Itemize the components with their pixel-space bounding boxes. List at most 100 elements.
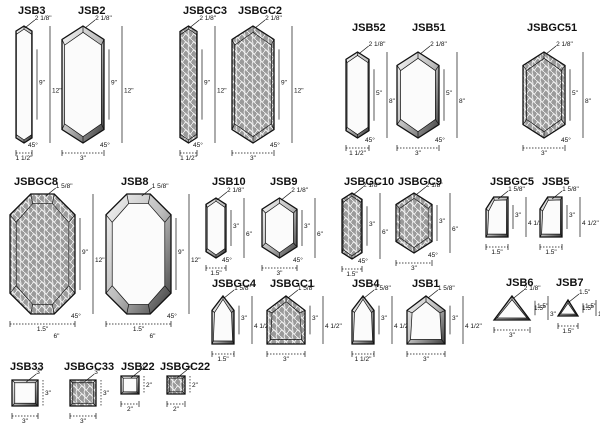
piece-code-label: JSBGC2 bbox=[238, 5, 282, 17]
dimension-label: 3" bbox=[439, 218, 446, 225]
angle-label: 45° bbox=[358, 257, 368, 265]
bevel-inner-face bbox=[526, 57, 562, 133]
bevel-facet-line bbox=[341, 199, 344, 203]
bevel-facet-line bbox=[261, 242, 266, 248]
dimension-label: 9" bbox=[178, 249, 185, 256]
bevel-facet-line bbox=[211, 340, 214, 345]
dimension-label: 3" bbox=[283, 356, 290, 363]
dimension-label: 6" bbox=[382, 229, 389, 236]
angle-label: 45° bbox=[428, 251, 438, 259]
bevel-inner-face bbox=[487, 199, 507, 235]
dimension-label: 1 5/8" bbox=[152, 183, 169, 190]
dimension-label: 1 5/8" bbox=[234, 285, 251, 292]
dimension-label: 3" bbox=[304, 223, 311, 230]
angle-label: 45° bbox=[222, 256, 232, 264]
bevel-facet-line bbox=[360, 249, 363, 253]
bevel-facet-line bbox=[9, 285, 17, 294]
bevel-facet-line bbox=[147, 304, 151, 315]
bevel-facet-line bbox=[271, 39, 275, 46]
dimension-label: 2 1/8" bbox=[35, 15, 52, 22]
dimension-label: 1 5/8" bbox=[508, 186, 525, 193]
bevel-inner-face bbox=[234, 31, 272, 138]
piece-code-label: JSB5 bbox=[542, 176, 570, 188]
dimension-label: 6" bbox=[317, 231, 324, 238]
bevel-facet-line bbox=[435, 65, 440, 71]
dimension-label: 12" bbox=[294, 88, 304, 95]
bevel-facet-line bbox=[406, 339, 411, 345]
bevel-facet-line bbox=[406, 310, 413, 314]
bevel-inner-face bbox=[270, 301, 302, 340]
dimension-leader bbox=[415, 186, 427, 196]
dimension-leader bbox=[24, 19, 36, 29]
dimension-label: 1 5/8" bbox=[374, 285, 391, 292]
dimension-label: 12" bbox=[52, 88, 62, 95]
bevel-facet-line bbox=[120, 391, 124, 395]
piece-code-label: JSB51 bbox=[412, 22, 446, 34]
bevel-facet-line bbox=[126, 304, 130, 315]
bevel-facet-line bbox=[205, 204, 208, 208]
bevel-facet-line bbox=[231, 123, 235, 130]
bevel-facet-line bbox=[92, 402, 97, 407]
dimension-leader bbox=[189, 19, 200, 29]
bevel-facet-line bbox=[395, 237, 401, 242]
dimension-label: 1.5" bbox=[545, 249, 557, 256]
bevel-facet-line bbox=[224, 204, 227, 208]
bevel-facet-line bbox=[105, 285, 113, 294]
bevel-facet-line bbox=[51, 304, 55, 315]
bevel-facet-line bbox=[372, 340, 375, 345]
bevel-facet-line bbox=[11, 402, 16, 407]
piece-code-label: JSB10 bbox=[212, 176, 246, 188]
bevel-facet-line bbox=[261, 208, 266, 214]
bevel-facet-line bbox=[506, 233, 509, 238]
dimension-leader bbox=[427, 289, 439, 299]
dimension-label: 3" bbox=[452, 315, 459, 322]
dimension-label: 1.5" bbox=[534, 305, 546, 312]
angle-label: 45° bbox=[270, 141, 280, 149]
dimension-label: 2" bbox=[187, 365, 194, 372]
bevel-inner-face bbox=[168, 377, 184, 393]
dimension-label: 3" bbox=[541, 150, 548, 157]
dimension-leader bbox=[513, 289, 525, 299]
dimension-leader bbox=[176, 369, 188, 379]
dimension-label: 1 5/8" bbox=[438, 285, 455, 292]
dimension-label: 3" bbox=[550, 311, 557, 318]
bevel-facet-line bbox=[360, 199, 363, 203]
bevel-inner-face bbox=[399, 197, 429, 249]
bevel-facet-line bbox=[396, 119, 401, 125]
dimension-leader bbox=[216, 191, 228, 201]
angle-label: 45° bbox=[28, 141, 38, 149]
dimension-label: 3" bbox=[277, 270, 284, 277]
dimension-label: 3" bbox=[411, 265, 418, 272]
dimension-label: 4 1/2" bbox=[394, 323, 411, 330]
bevel-facet-line bbox=[164, 214, 172, 223]
dimension-label: 2" bbox=[192, 382, 199, 389]
bevel-facet-line bbox=[561, 119, 566, 125]
bevel-facet-line bbox=[136, 391, 140, 395]
bevel-facet-line bbox=[92, 379, 97, 384]
bevel-facet-line bbox=[68, 285, 76, 294]
piece-code-label: JSB6 bbox=[506, 277, 534, 289]
dimension-label: 3" bbox=[45, 390, 52, 397]
dimension-leader bbox=[26, 373, 37, 383]
bevel-inner-face bbox=[180, 28, 197, 141]
dimension-label: 1 5/8" bbox=[562, 186, 579, 193]
bevel-inner-face bbox=[346, 55, 369, 135]
dimension-leader bbox=[551, 190, 563, 200]
dimension-leader bbox=[545, 45, 557, 55]
dimension-label: 1 5/8" bbox=[298, 285, 315, 292]
dimension-label: 6" bbox=[246, 231, 253, 238]
bevel-facet-line bbox=[351, 340, 354, 345]
piece-code-label: JSB8 bbox=[121, 176, 149, 188]
bevel-inner-face bbox=[400, 57, 436, 133]
bevel-facet-line bbox=[299, 310, 306, 314]
bevel-facet-line bbox=[439, 310, 446, 314]
angle-label: 45° bbox=[561, 136, 571, 144]
dimension-label: 3" bbox=[103, 390, 110, 397]
